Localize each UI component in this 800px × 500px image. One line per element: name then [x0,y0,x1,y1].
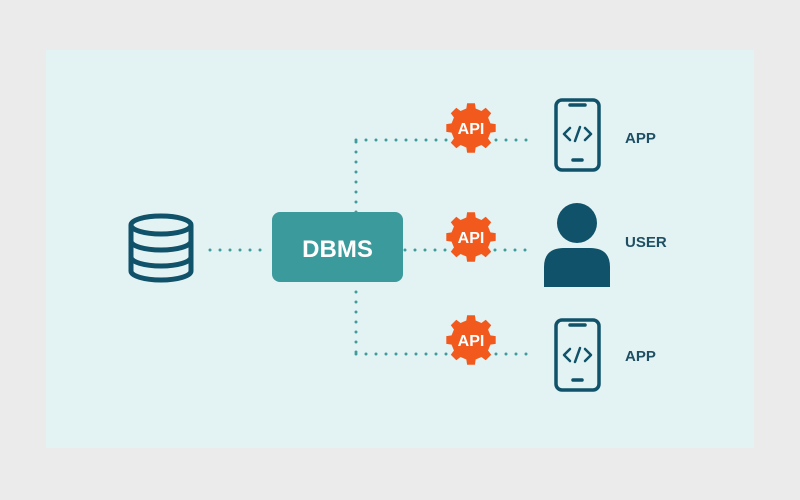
user-node: USER [544,203,667,287]
mobile-code-icon [554,318,601,392]
app-node-bottom: APP [554,318,656,392]
dbms-box [272,212,403,282]
user-label: USER [625,234,667,251]
api-label-bottom: API [458,333,485,350]
api-badge-middle: API [446,212,496,262]
database-icon [128,213,194,283]
dbms-node: DBMS [272,212,403,282]
app-label-top: APP [625,130,656,147]
gear-badge-icon [446,315,496,365]
gear-badge-icon [446,103,496,153]
api-badge-top: API [446,103,496,153]
user-icon [544,203,610,287]
connectors [208,138,532,356]
app-label-bottom: APP [625,348,656,365]
app-node-top: APP [554,98,656,172]
api-badge-bottom: API [446,315,496,365]
dbms-label: DBMS [302,236,373,263]
mobile-code-icon [554,98,601,172]
api-label-top: API [458,121,485,138]
api-label-middle: API [458,230,485,247]
gear-badge-icon [446,212,496,262]
